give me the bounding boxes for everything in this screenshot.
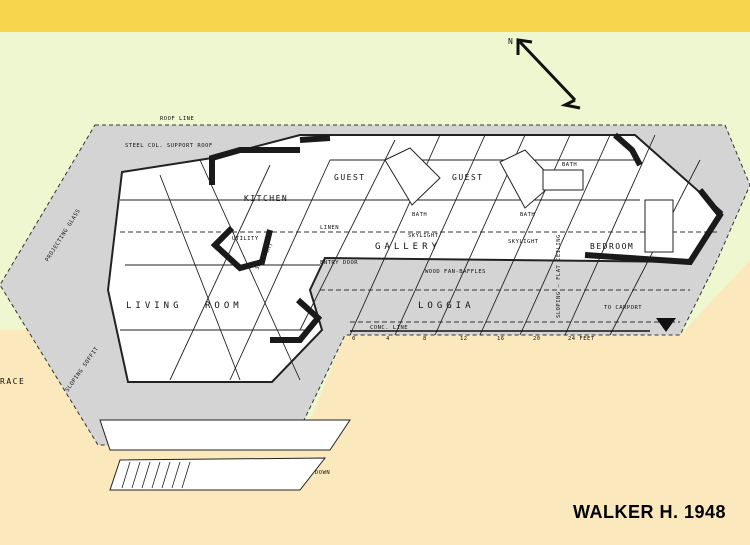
north-arrow-icon	[516, 38, 581, 110]
house-interior	[106, 134, 724, 383]
terrace-wall	[99, 419, 351, 451]
grid-lines	[120, 134, 701, 381]
north-label: N	[508, 37, 514, 46]
walls	[209, 132, 724, 343]
steel-col-label: STEEL COL. SUPPORT ROOF	[125, 143, 213, 149]
terrace-label: RACE	[0, 377, 25, 386]
room-bath-2: BATH	[520, 212, 535, 218]
room-bedroom: BEDROOM	[590, 242, 634, 251]
to-carport-label: TO CARPORT	[604, 305, 642, 311]
flat-ceiling-label: SLOPING — FLAT CEILING	[556, 234, 562, 318]
furniture	[384, 147, 674, 253]
room-utility: UTILITY	[232, 236, 259, 242]
scale-tick: 12	[460, 336, 468, 342]
title-banner	[0, 0, 750, 32]
stair-treads	[121, 461, 191, 489]
carport-arrow	[656, 318, 676, 332]
conc-line-label: CONC. LINE	[370, 325, 408, 331]
room-guest-2: GUEST	[452, 173, 484, 182]
roof-line-label: ROOF LINE	[160, 116, 194, 122]
entry-door-label: ENTRY DOOR	[320, 260, 358, 266]
down-label: DOWN	[315, 470, 330, 476]
stairs	[109, 457, 327, 491]
room-gallery: GALLERY	[375, 242, 441, 252]
scale-tick: 16	[497, 336, 505, 342]
room-bath-1: BATH	[412, 212, 427, 218]
scale-ticks: 0 4 8 12 16 20 24 FEET	[352, 336, 595, 342]
room-living: LIVING	[126, 301, 183, 311]
scale-tick: 8	[423, 336, 427, 342]
room-kitchen: KITCHEN	[244, 194, 288, 203]
room-guest-1: GUEST	[334, 173, 366, 182]
loggia-label: LOGGIA	[418, 301, 475, 311]
scale-tick: 20	[533, 336, 541, 342]
scale-tick: 24 FEET	[568, 336, 595, 342]
linen-label: LINEN	[320, 225, 339, 231]
drawing-caption: WALKER H. 1948	[572, 502, 726, 522]
skylight-label-2: SKYLIGHT	[508, 239, 539, 245]
dashed-lines	[120, 231, 720, 323]
fan-baffles-label: WOOD FAN-BAFFLES	[425, 269, 486, 275]
floor-plan: 0 4 8 12 16 20 24 FEET N ROOF LINE STEEL…	[0, 37, 750, 545]
scale-tick: 0	[352, 336, 356, 342]
room-bath-3: BATH	[562, 162, 577, 168]
room-room: ROOM	[205, 301, 243, 311]
scale-tick: 4	[386, 336, 390, 342]
skylight-label-1: SKYLIGHT	[408, 233, 439, 239]
